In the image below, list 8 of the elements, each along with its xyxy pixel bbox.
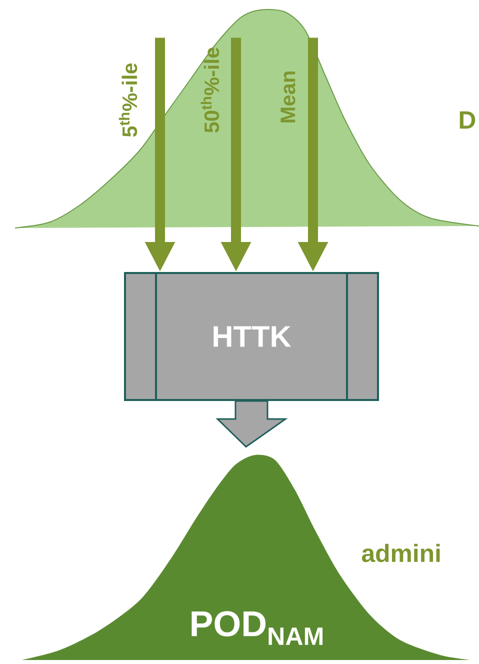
distribution-curve	[14, 9, 479, 228]
edge-label: 5$^{th}$%-ile	[118, 63, 138, 137]
edge-label: Mean	[280, 72, 296, 122]
text-label: D	[460, 111, 476, 129]
text-label: admini	[362, 544, 440, 562]
edge-label: 50$^{th}$%-ile	[200, 48, 220, 133]
block-arrow	[216, 400, 288, 448]
process-box: HTTK	[124, 271, 379, 401]
